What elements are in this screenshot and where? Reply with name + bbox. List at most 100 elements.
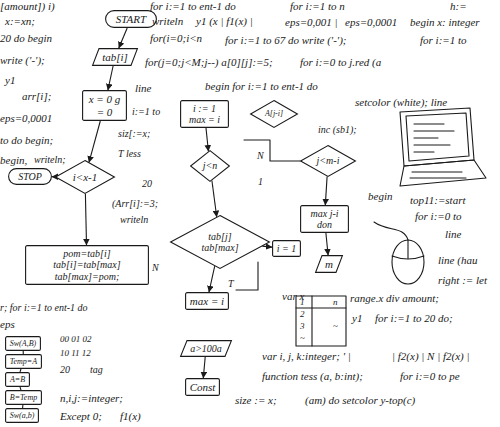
shape-outline [191, 151, 230, 182]
code-text: T [228, 278, 234, 290]
node-text: tab[j] tab[max] [198, 231, 243, 254]
shape-outline [181, 101, 229, 128]
code-text: (am) do setcolor y-top(c) [305, 394, 415, 407]
shape-outline [6, 337, 41, 351]
code-text: line (hau [438, 254, 477, 267]
node-text: pom=tab[i] tab[i]=tab[max] tab[max]=pom; [30, 248, 145, 283]
terminal-box: STOP [8, 168, 52, 185]
code-text: (Arr[i]:=3; [112, 198, 158, 210]
code-text: range.x div amount; [350, 292, 439, 305]
node-text: Sw(A,B) [10, 339, 36, 348]
shape-outline [273, 241, 301, 257]
node-text: Sw(a,b) [10, 411, 35, 420]
shape-outline [93, 49, 138, 66]
code-text: line [445, 228, 462, 241]
code-text: f1(x) [120, 410, 141, 423]
node-text: A=B [10, 375, 25, 384]
code-text: begin, [0, 154, 27, 167]
process-box: A=B [5, 372, 30, 387]
code-text: write ('-'); [0, 54, 45, 67]
process-box: Temp=A [5, 354, 42, 369]
node-text: i = 1 [277, 243, 297, 255]
flow-connector [326, 233, 328, 255]
shape-outline [186, 379, 220, 396]
code-text: T less [118, 148, 141, 160]
node-text: START [116, 13, 146, 26]
code-text: setcolor (white); line [355, 96, 447, 109]
code-text: var i, j, k:integer; ' | [262, 350, 351, 363]
shape-outline [301, 206, 349, 233]
flow-connector [325, 177, 327, 206]
mouse-drawing [374, 222, 424, 284]
node-text: j<n [203, 160, 218, 172]
flow-connector [20, 369, 21, 372]
code-text: ~ [333, 321, 338, 331]
laptop-drawing [400, 108, 486, 186]
node-text: x = 0 g = 0 [87, 93, 123, 118]
node-text: B=Temp [10, 393, 37, 402]
io-parallelogram: a>100a [180, 340, 232, 357]
node-text: i<x-1 [73, 171, 98, 184]
shape-outline [106, 11, 157, 28]
process-box: B=Temp [5, 390, 42, 405]
flow-connector [22, 405, 23, 408]
code-text: for i:=1 to ent-1 do [150, 0, 236, 13]
code-text: eps=0,001 | [285, 16, 338, 29]
shape-outline [56, 161, 115, 194]
code-text: eps [0, 318, 15, 331]
code-text: begin [368, 190, 392, 203]
code-text: Except 0; [60, 410, 102, 423]
code-text: n [333, 297, 338, 307]
flow-connector [20, 387, 21, 390]
decision-diamond: j<n [190, 150, 230, 182]
node-text: A[j-i] [265, 109, 283, 118]
shape-outline [26, 246, 149, 285]
shape-outline [181, 341, 232, 357]
flow-connector [85, 194, 86, 245]
code-text: writeln; [34, 154, 66, 166]
code-text: for i:=1 to 20 do; [375, 312, 453, 325]
loop-line [244, 140, 300, 161]
shape-outline [9, 169, 52, 185]
code-text: function tess (a, b:int); [262, 370, 363, 383]
decision-diamond: A[j-i] [250, 100, 298, 128]
code-text: inc (sb1); [318, 124, 357, 136]
shape-outline [6, 391, 42, 405]
code-text: y1 (x | f1(x) | [196, 15, 253, 28]
code-text: n,i,j:=integer; [60, 392, 123, 405]
code-text: ~ [300, 333, 305, 343]
code-text: writeln [152, 15, 183, 28]
flow-connector [262, 246, 272, 247]
code-text: y1 [352, 312, 362, 325]
process-box: Const [185, 378, 220, 396]
flow-connector [212, 181, 217, 217]
code-text: 1 [300, 297, 305, 307]
loop-line [236, 262, 258, 290]
code-text: to do begin; [0, 134, 53, 147]
shape-outline [6, 409, 39, 423]
code-text: for(i=0;i<n [150, 32, 202, 45]
node-text: Temp=A [10, 357, 37, 366]
process-box: x = 0 g = 0 [82, 90, 127, 121]
code-text: h:= [450, 0, 467, 13]
code-text: for i:=0 to j.red (a [300, 56, 381, 69]
process-box: Sw(a,b) [5, 408, 39, 423]
code-text: 3 [300, 321, 305, 331]
code-text: siz[:=x; [118, 128, 150, 140]
shape-outline [186, 293, 229, 310]
code-text: for i:=1 to [420, 34, 467, 47]
process-box: max j-i don [300, 205, 349, 233]
code-text: begin for i:=1 to ent-1 do [205, 80, 318, 93]
code-text: line [135, 82, 152, 95]
code-text: i:=1 to [132, 106, 160, 118]
code-text: writeln [120, 214, 148, 226]
flow-connector [206, 128, 208, 151]
code-text: for i:=0 to [415, 210, 462, 223]
io-parallelogram: tab[i] [92, 48, 138, 66]
code-text: N [152, 262, 159, 274]
shape-outline [251, 101, 298, 128]
node-text: STOP [18, 171, 42, 183]
code-text: arr[i]; [22, 90, 51, 103]
process-box: pom=tab[i] tab[i]=tab[max] tab[max]=pom; [25, 245, 149, 285]
code-text: 00 01 02 [60, 334, 92, 344]
